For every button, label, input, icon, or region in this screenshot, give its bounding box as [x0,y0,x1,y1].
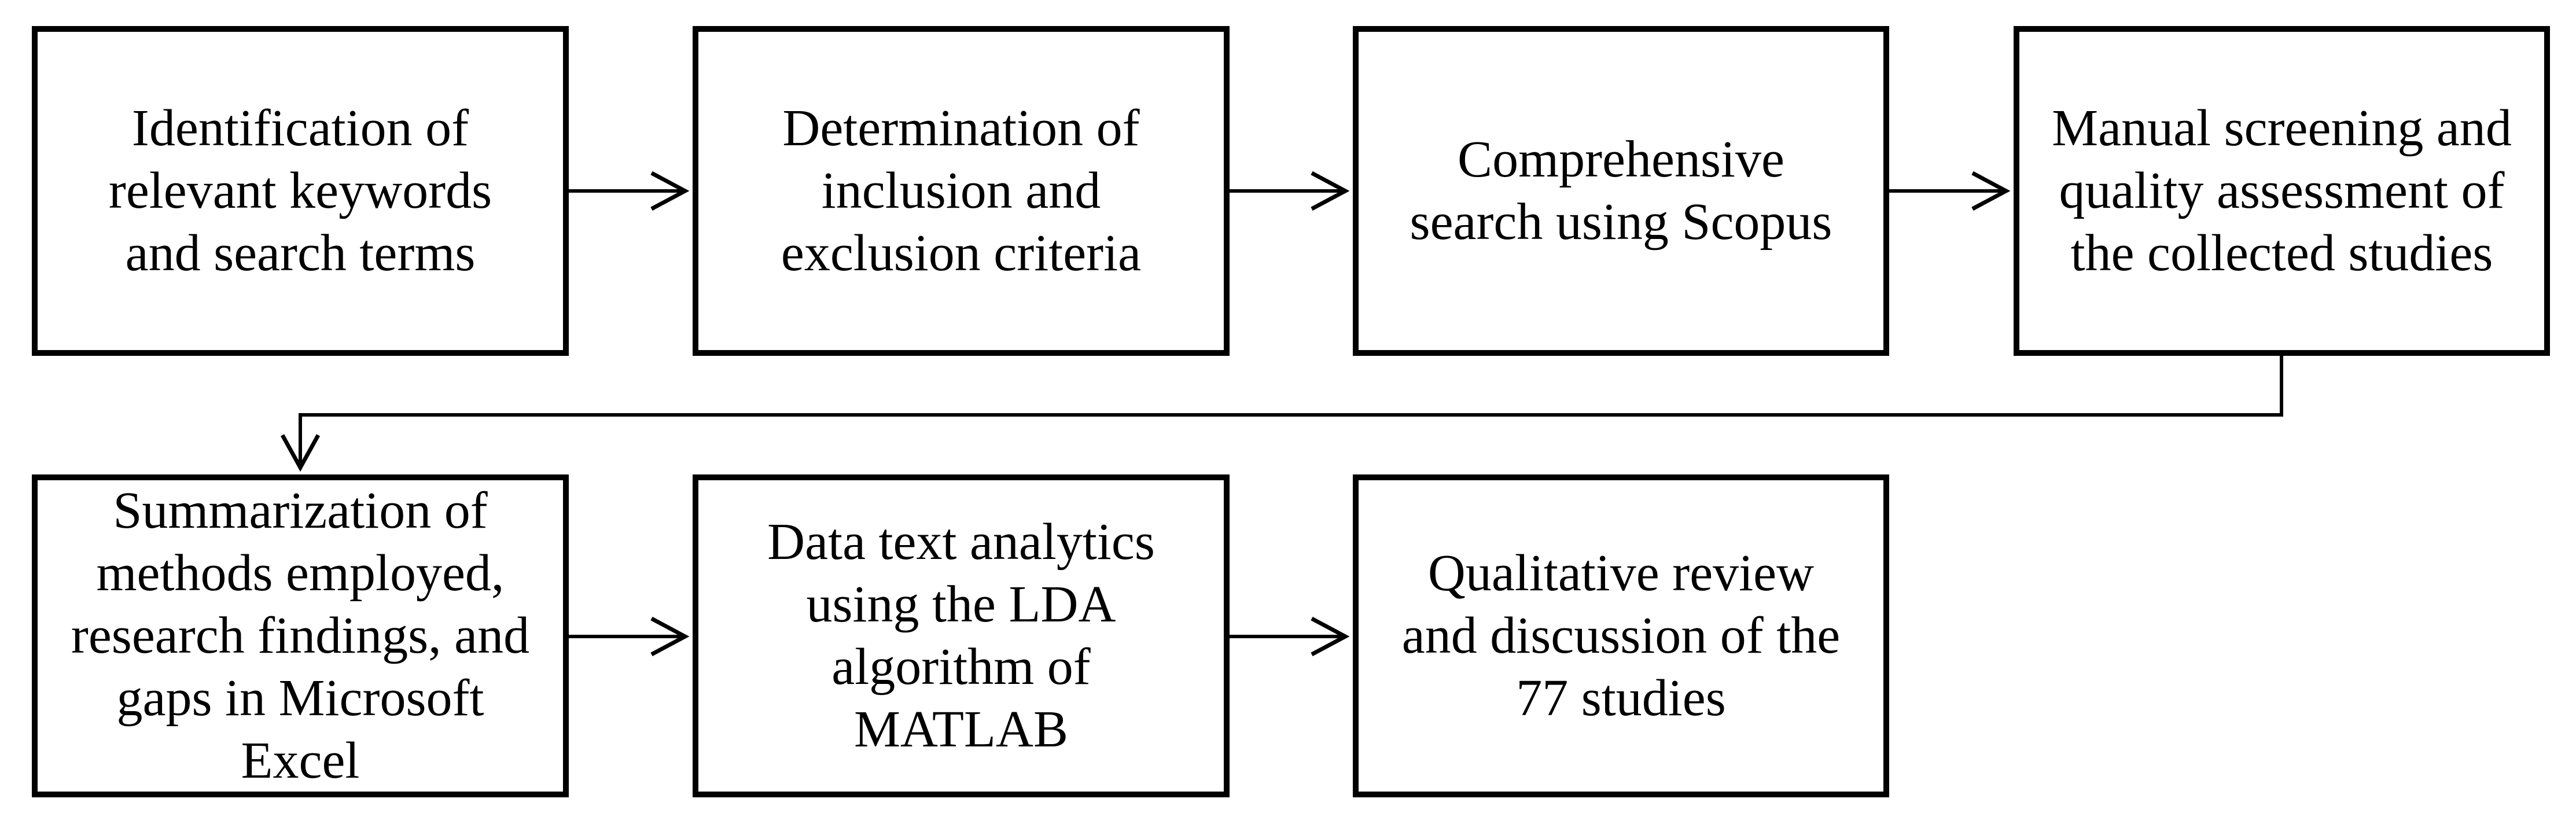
flow-step-3-label: Comprehensive search using Scopus [1410,131,1832,251]
flow-step-5: Summarization of methods employed, resea… [32,474,569,797]
flow-step-4: Manual screening and quality assessment … [2014,26,2550,356]
flow-step-4-label: Manual screening and quality assessment … [2052,100,2512,282]
arrow-step3-to-step4 [1889,171,2011,211]
connector-step4-to-step5 [280,356,2283,472]
flow-step-2: Determination of inclusion and exclusion… [693,26,1230,356]
flow-step-3: Comprehensive search using Scopus [1353,26,1889,356]
flow-step-1-label: Identification of relevant keywords and … [108,100,492,282]
arrowhead-right-icon [650,616,690,657]
flow-step-7-label: Qualitative review and discussion of the… [1401,544,1841,727]
arrow-step2-to-step3 [1230,171,1350,211]
flow-step-5-label: Summarization of methods employed, resea… [71,482,530,789]
flow-step-7: Qualitative review and discussion of the… [1353,474,1889,797]
arrowhead-right-icon [1971,171,2011,211]
arrowhead-right-icon [1311,616,1350,657]
flow-step-6: Data text analytics using the LDA algori… [693,474,1230,797]
arrow-step1-to-step2 [569,171,690,211]
arrow-step5-to-step6 [569,616,690,657]
arrow-step6-to-step7 [1230,616,1350,657]
flow-step-1: Identification of relevant keywords and … [32,26,569,356]
arrowhead-right-icon [1311,171,1350,211]
arrowhead-down-icon [280,434,321,472]
arrowhead-right-icon [650,171,690,211]
flow-step-6-label: Data text analytics using the LDA algori… [767,513,1155,758]
flow-step-2-label: Determination of inclusion and exclusion… [781,100,1142,282]
